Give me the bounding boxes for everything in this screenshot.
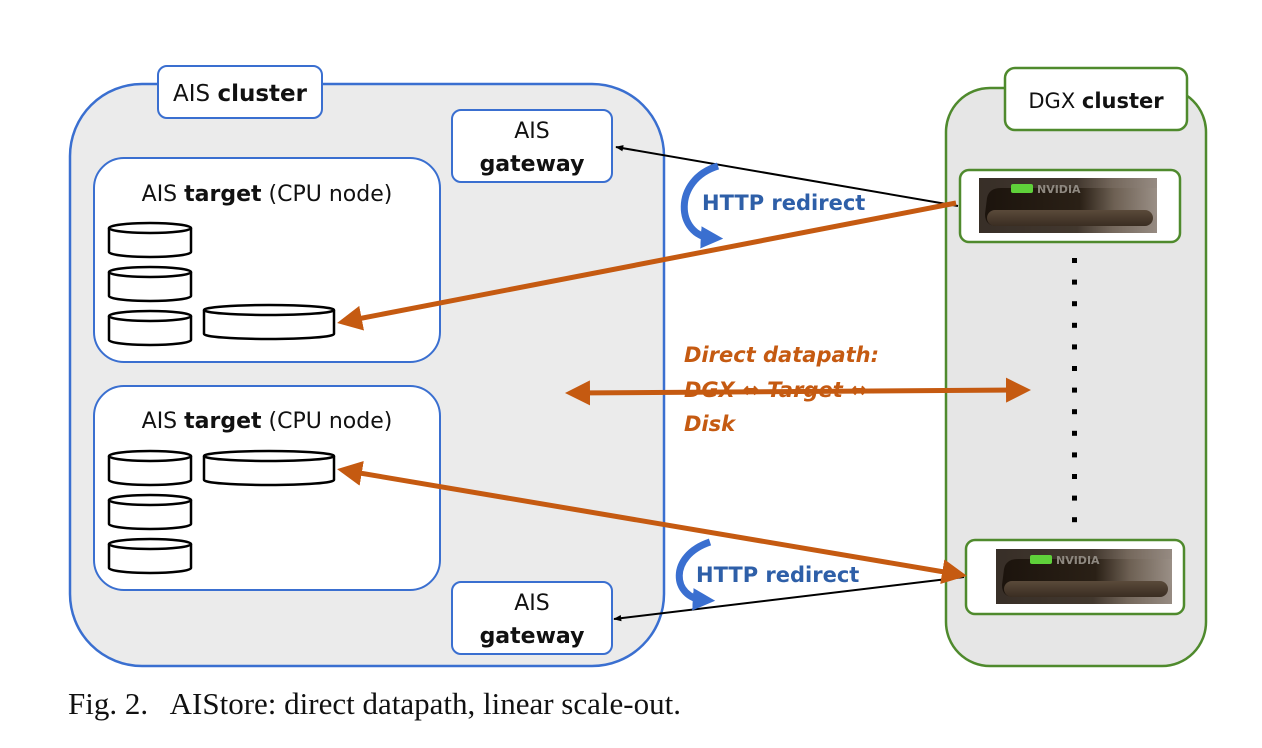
gateway-bottom-line2: gateway [480,624,585,649]
disk-icon [107,449,193,487]
request-line-top [615,145,959,207]
ellipsis-dot [1072,258,1077,263]
target-bottom-label: AIS target (CPU node) [142,409,393,434]
redirect-curve-icon-bottom [675,538,716,611]
datapath-label-line3: Disk [684,412,737,436]
ellipsis-dot [1072,474,1077,479]
datapath-label-line2: DGX ⇔ Target ⇔ [684,378,868,402]
datapath-label-line1: Direct datapath: [684,343,879,367]
ais-cluster-label-box [157,65,323,119]
ellipsis-dot [1072,517,1077,523]
ellipsis-dot [1072,387,1077,393]
datapath-arrow-bottom [337,461,967,584]
aistore-architecture-diagram: AIS cluster AIS gateway AIS gateway AIS … [68,65,1208,668]
dgx-cluster: DGX cluster NVIDIA NVIDIA [944,66,1208,668]
gateway-top-line2: gateway [480,152,585,177]
ais-target-bottom[interactable]: AIS target (CPU node) [93,385,441,591]
disk-group-bottom [107,449,336,575]
caption-number: Fig. 2. [68,686,149,721]
http-redirect-label-bottom: HTTP redirect [696,563,859,587]
nvidia-brand-label: NVIDIA [1056,554,1100,567]
ais-gateway-top[interactable]: AIS gateway [451,109,613,183]
disk-icon [107,221,193,259]
request-line-bottom [613,576,965,622]
more-nodes-ellipsis [1072,258,1077,523]
ais-cluster: AIS cluster AIS gateway AIS gateway AIS … [68,65,666,668]
dgx-cluster-label: DGX cluster [1028,89,1164,113]
target-top-label: AIS target (CPU node) [142,182,393,207]
ellipsis-dot [1072,366,1077,371]
ais-cluster-label: AIS cluster [173,81,308,107]
ellipsis-dot [1072,430,1077,436]
ellipsis-dot [1072,495,1077,501]
disk-icon [107,265,193,303]
ellipsis-dot [1072,452,1077,458]
ellipsis-dot [1072,344,1077,350]
dgx-node-top[interactable]: NVIDIA [958,168,1182,244]
figure-caption: Fig. 2. AIStore: direct datapath, linear… [68,686,681,722]
ellipsis-dot [1072,409,1077,415]
dgx-node-bottom[interactable]: NVIDIA [964,538,1186,616]
disk-icon [202,449,336,487]
nvidia-gpu-icon: NVIDIA [979,178,1157,233]
dgx-cluster-label-box [1003,66,1189,132]
ais-target-top[interactable]: AIS target (CPU node) [93,157,441,363]
nvidia-brand-label: NVIDIA [1037,183,1081,196]
direct-datapath-label: Direct datapath: DGX ⇔ Target ⇔ Disk [684,343,879,436]
gateway-top-line1: AIS [514,119,550,144]
disk-icon [107,537,193,575]
nvidia-gpu-icon: NVIDIA [996,549,1172,604]
ais-gateway-bottom[interactable]: AIS gateway [451,581,613,655]
http-redirect-label-top: HTTP redirect [702,191,865,215]
disk-group-top [107,221,336,347]
ellipsis-dot [1072,279,1077,285]
datapath-arrow-middle [565,377,1031,406]
redirect-curve-icon-top [680,162,724,249]
disk-icon [107,493,193,531]
gateway-bottom-line1: AIS [514,591,550,616]
ellipsis-dot [1072,322,1077,328]
datapath-arrow-top [337,200,957,331]
disk-icon [202,303,336,341]
disk-icon [107,309,193,347]
ellipsis-dot [1072,301,1077,307]
caption-text: AIStore: direct datapath, linear scale-o… [169,686,681,721]
